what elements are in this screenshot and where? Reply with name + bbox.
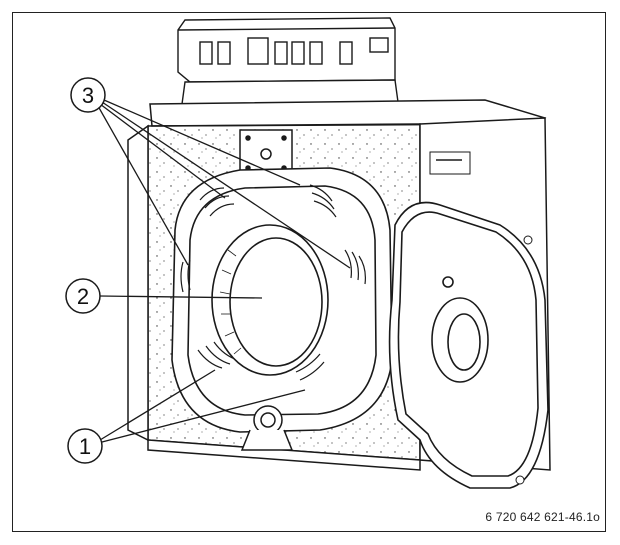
control-unit (177, 17, 399, 105)
callout-2: 2 (65, 278, 101, 314)
callout-1: 1 (67, 428, 103, 464)
pipe-connection (240, 405, 294, 451)
svg-text:3: 3 (82, 83, 94, 108)
leader-lines (97, 99, 351, 443)
figure-reference: 6 720 642 621-46.1o (485, 510, 600, 524)
callout-3: 3 (70, 77, 106, 113)
burner-door (388, 201, 549, 489)
burner-opening (211, 224, 329, 376)
svg-text:2: 2 (77, 284, 89, 309)
svg-text:1: 1 (79, 434, 91, 459)
